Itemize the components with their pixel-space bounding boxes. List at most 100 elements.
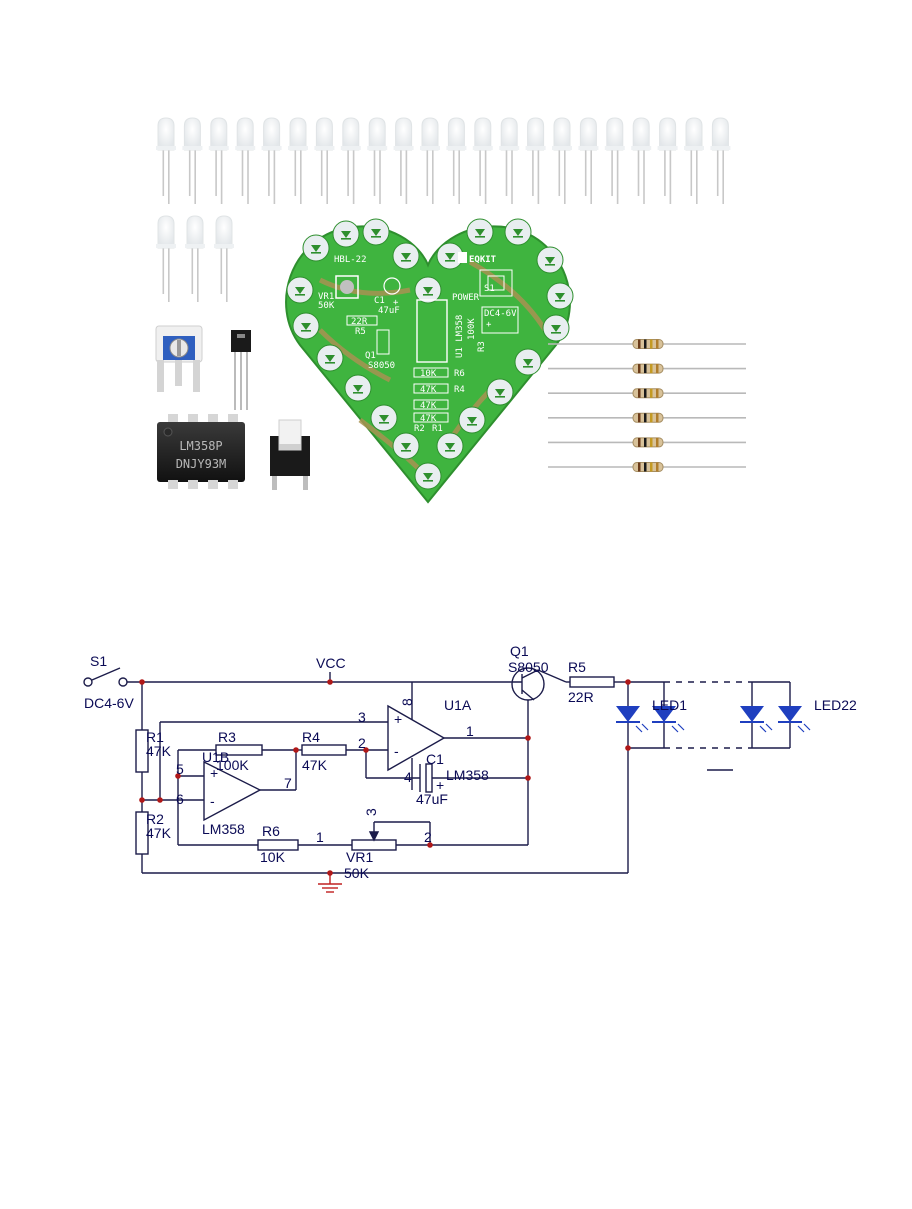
led — [208, 117, 229, 204]
pcb-led-pad — [392, 242, 420, 270]
sch-lm358-b: LM358 — [202, 821, 245, 837]
led — [684, 117, 704, 204]
pcb-led-pad — [292, 312, 320, 340]
pcb-r4-value: 47K — [420, 385, 437, 395]
pcb-led-pad — [414, 462, 442, 490]
junction-dot — [363, 747, 369, 753]
loose-resistor — [548, 363, 746, 374]
sch-q1-part: S8050 — [508, 659, 549, 675]
loose-resistor — [548, 462, 746, 472]
sch-q1-label: Q1 — [510, 643, 529, 659]
sch-vr-pin1: 1 — [316, 829, 324, 845]
led — [710, 117, 731, 204]
led — [552, 117, 572, 204]
led — [156, 117, 176, 204]
pcb-q1-part: S8050 — [368, 361, 395, 371]
pcb-c1-plus: + — [393, 298, 399, 308]
led — [182, 117, 203, 204]
pcb-r2-value: 47K — [420, 401, 437, 411]
junction-dot — [525, 735, 531, 741]
led-symbol-icon — [616, 706, 649, 733]
sch-vr1-value: 50K — [344, 865, 370, 881]
schematic-labels: S1 DC4-6V VCC Q1 S8050 R5 22R LED1 LED22… — [84, 643, 857, 881]
pcb-led-pad — [436, 432, 464, 460]
sch-led1-label: LED1 — [652, 697, 687, 713]
pcb-r3-label: R3 — [477, 341, 487, 352]
pcb-led-pad — [392, 432, 420, 460]
sch-u1b-minus: - — [210, 793, 215, 809]
pcb-r5-label: R5 — [355, 327, 366, 337]
junction-dot — [139, 679, 145, 685]
trimmer-potentiometer — [155, 325, 203, 392]
ic-pin — [188, 414, 198, 424]
junction-dot — [427, 842, 433, 848]
sch-u1a-plus: + — [394, 711, 402, 727]
sch-u1b-plus: + — [210, 765, 218, 781]
pcb-power-label: POWER — [452, 293, 480, 303]
transistor-s8050 — [231, 330, 251, 410]
sch-r5-body — [569, 676, 615, 688]
led-symbol-icon — [740, 706, 773, 733]
junction-dot — [293, 747, 299, 753]
heart-pcb: HBL-22 EQKIT VR1 50K C1 + 47uF 22R R5 Q1… — [285, 218, 574, 504]
led-row-top — [156, 117, 731, 204]
sch-pin8: 8 — [399, 698, 415, 706]
ic-pin — [208, 480, 218, 489]
pcb-led-pad — [536, 246, 564, 274]
pcb-led-pad — [286, 276, 314, 304]
pcb-dc-plus: + — [486, 320, 492, 330]
led — [314, 117, 335, 204]
sch-r4-body — [301, 744, 347, 756]
sch-vcc-label: VCC — [316, 655, 346, 671]
circuit-schematic — [83, 667, 791, 893]
sch-r4-label: R4 — [302, 729, 320, 745]
sch-r1-label: R1 — [146, 729, 164, 745]
ic-lm358: LM358P DNJY93M — [157, 414, 245, 489]
led — [261, 117, 282, 204]
ic-pin — [228, 480, 238, 489]
sch-r3-value: 100K — [216, 757, 249, 773]
sch-vr1-label: VR1 — [346, 849, 373, 865]
led — [156, 215, 176, 302]
led — [657, 117, 678, 204]
led — [604, 117, 625, 204]
junction-dot — [175, 773, 181, 779]
junction-dot — [525, 775, 531, 781]
sch-u1a-label: U1A — [444, 697, 472, 713]
sch-u1a-triangle — [387, 704, 446, 772]
sch-r5-label: R5 — [568, 659, 586, 675]
pcb-r6-label: R6 — [454, 369, 465, 379]
sch-u1a-minus: - — [394, 743, 399, 759]
sch-r1-value: 47K — [146, 743, 172, 759]
junction-dot — [625, 745, 631, 751]
sch-pin6: 6 — [176, 791, 184, 807]
pcb-led-pad — [316, 344, 344, 372]
resistor-stack — [548, 339, 746, 472]
push-switch — [270, 419, 310, 490]
sch-c1-value: 47uF — [416, 791, 448, 807]
pcb-c1-value: 47uF — [378, 306, 400, 316]
sch-pin1: 1 — [466, 723, 474, 739]
ic-pin — [168, 414, 178, 424]
junction-dot — [139, 797, 145, 803]
sch-dc-label: DC4-6V — [84, 695, 134, 711]
sch-r2-label: R2 — [146, 811, 164, 827]
ic-marking-line1: LM358P — [179, 439, 222, 453]
sch-u1b-label: U1B — [202, 749, 229, 765]
sch-pin5: 5 — [176, 761, 184, 777]
pcb-s1-label: S1 — [484, 284, 495, 294]
pcb-led-pad — [362, 218, 390, 246]
led — [393, 117, 414, 204]
junction-dot — [327, 870, 333, 876]
led — [499, 117, 520, 204]
sch-pin3: 3 — [358, 709, 366, 725]
led — [235, 117, 256, 204]
led — [185, 215, 205, 302]
ic-pin — [208, 414, 218, 424]
loose-resistor — [548, 388, 746, 399]
pcb-led-pad — [332, 220, 360, 248]
led — [420, 117, 440, 204]
pcb-r1-value: 47K — [420, 414, 437, 424]
led-symbol-icon — [778, 706, 811, 733]
